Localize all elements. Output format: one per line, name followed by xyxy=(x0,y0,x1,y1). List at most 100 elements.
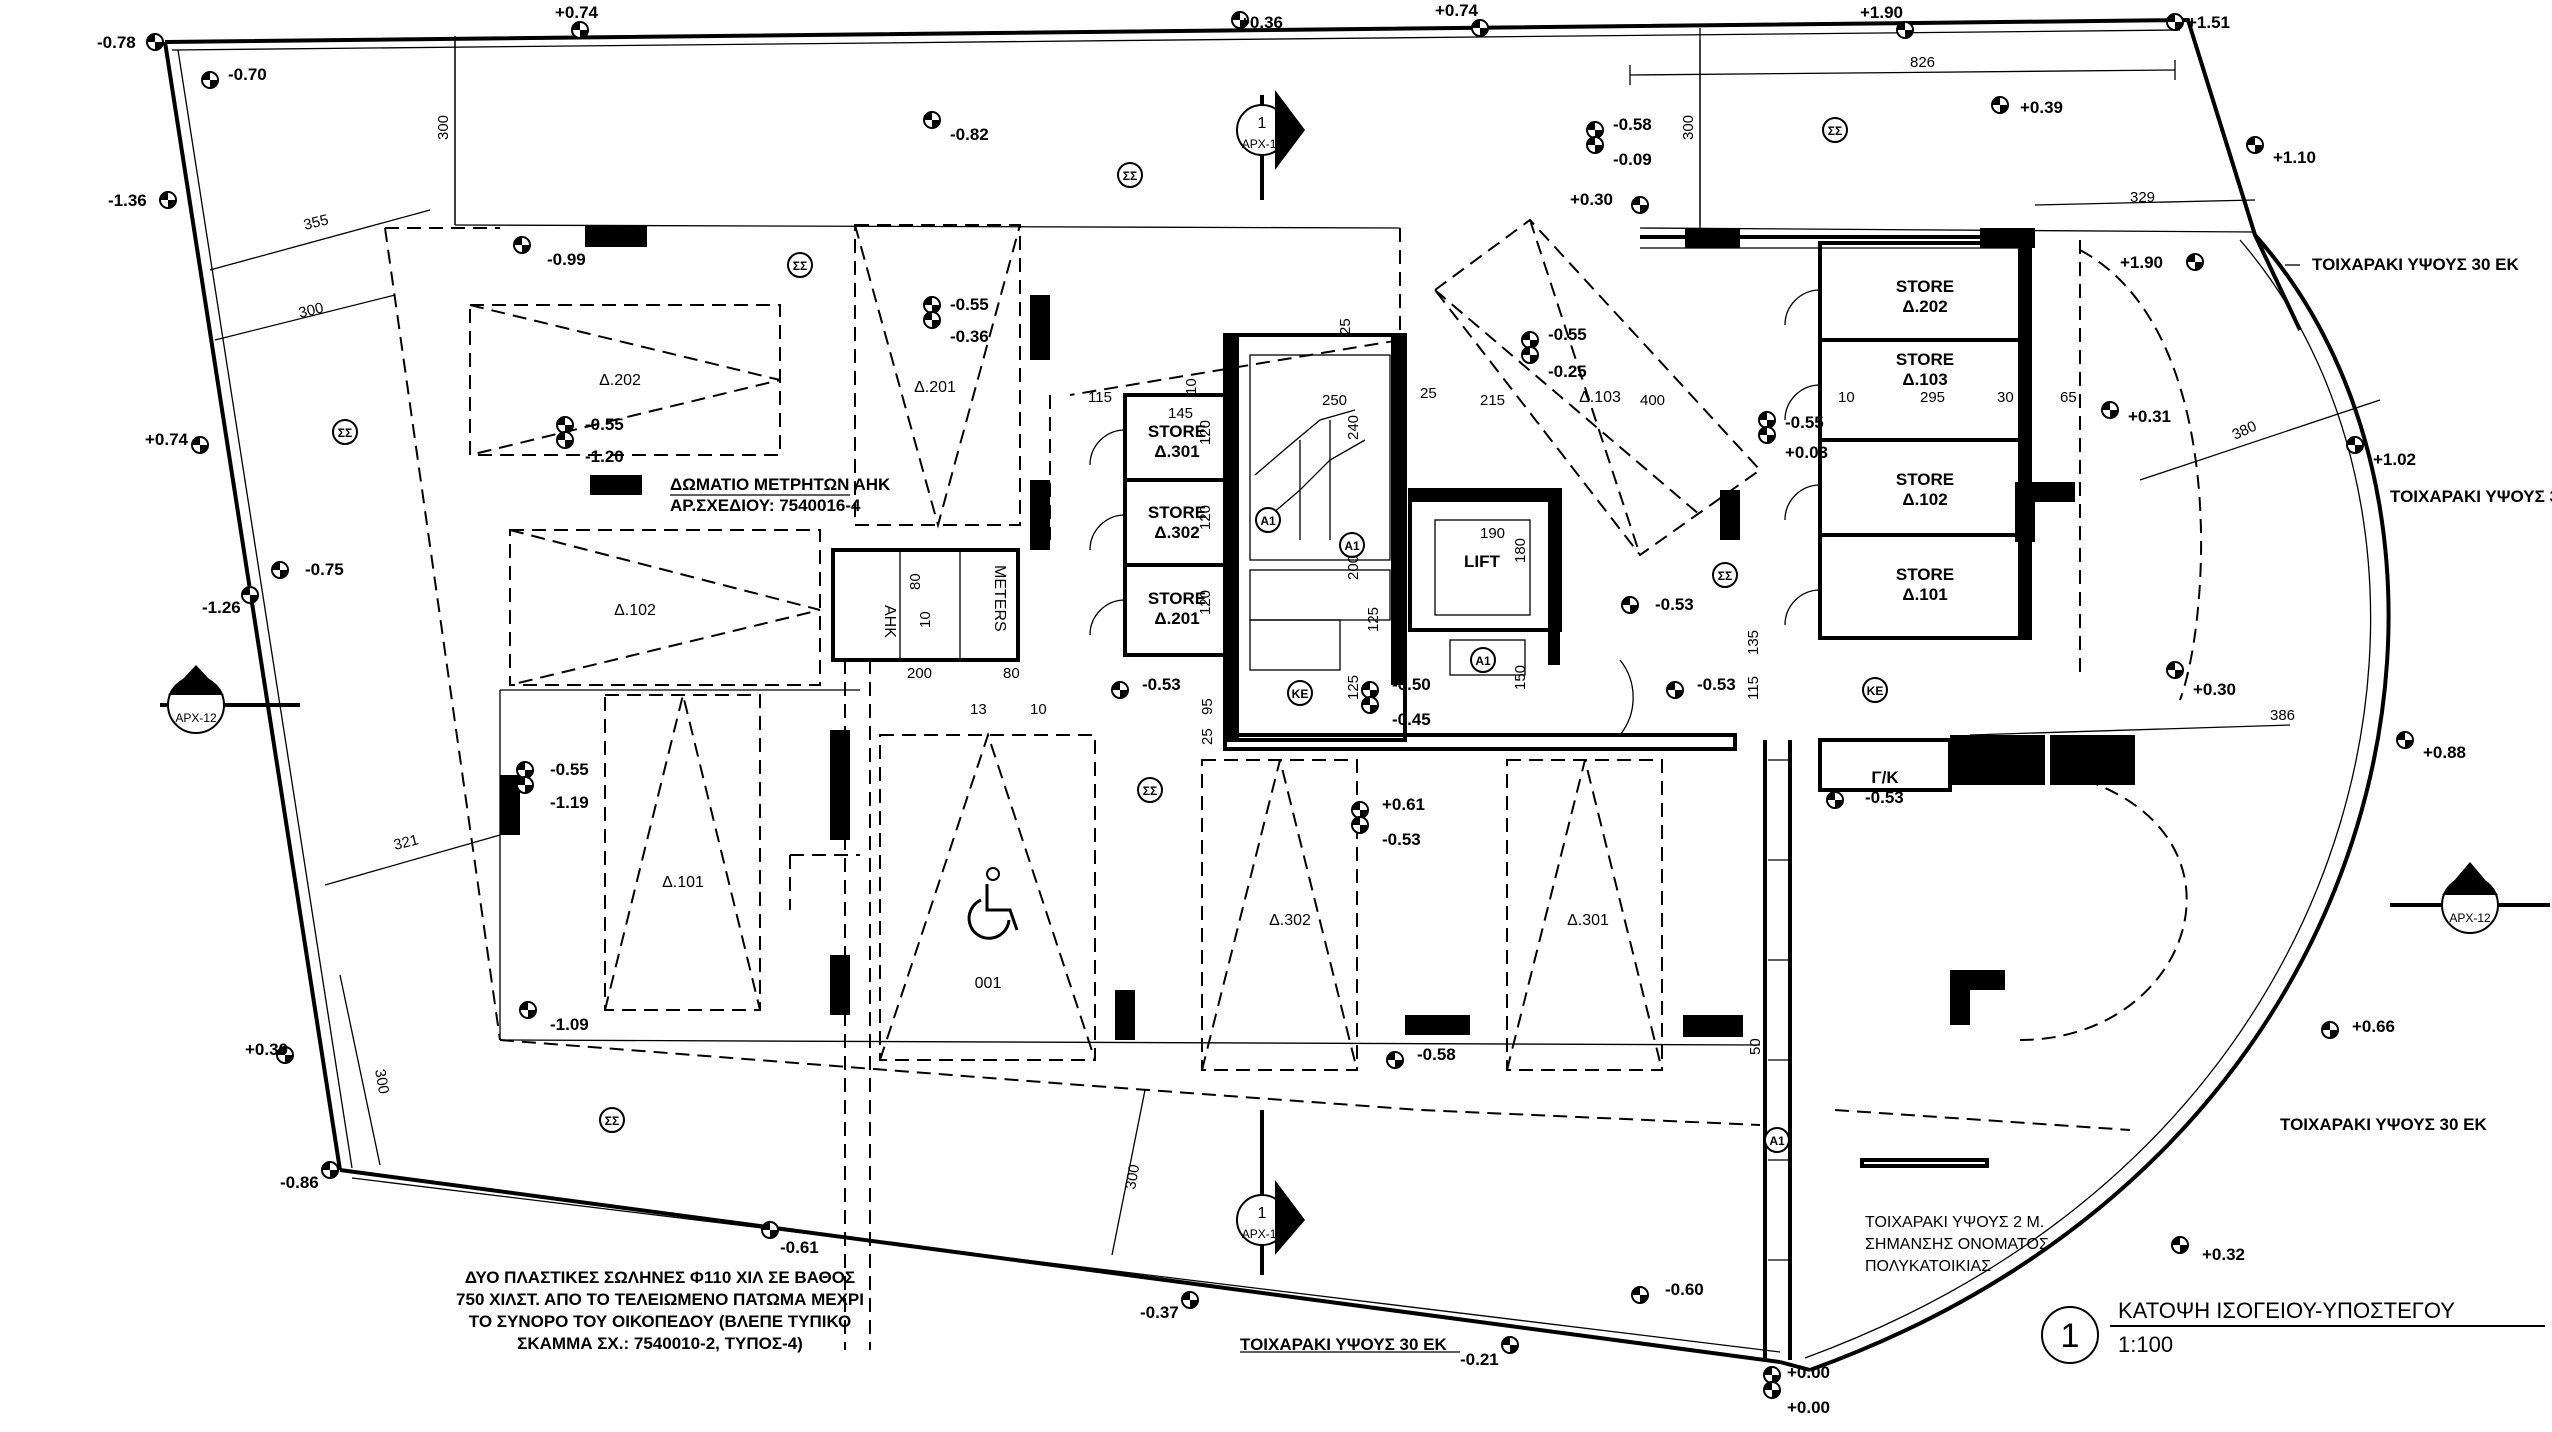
level-value: -1.20 xyxy=(585,447,624,466)
level-value: -0.09 xyxy=(1613,150,1652,169)
lift-label: LIFT xyxy=(1464,552,1500,571)
section-top-ref: ΑΡΧ-11 xyxy=(1242,137,1283,151)
level-marker: -0.82 xyxy=(923,111,989,144)
dimension-value: 115 xyxy=(1088,389,1112,406)
level-value: -0.58 xyxy=(1417,1045,1456,1064)
level-value: +0.00 xyxy=(1787,1398,1830,1417)
symbol-text: Α1 xyxy=(1475,654,1491,668)
section-left-ref: ΑΡΧ-12 xyxy=(175,711,217,725)
section-right-num: 2 xyxy=(2466,882,2475,899)
level-marker: +0.61 xyxy=(1351,795,1425,819)
level-marker: -1.36 xyxy=(108,191,177,210)
level-marker: +1.02 xyxy=(2346,436,2416,469)
level-value: +1.51 xyxy=(2187,13,2230,32)
meter-room-note-2: ΑΡ.ΣΧΕΔΙΟΥ: 7540016-4 xyxy=(670,496,861,515)
level-value: -0.53 xyxy=(1142,675,1181,694)
dimension-value: 25 xyxy=(1337,318,1354,335)
symbol-text: ΣΣ xyxy=(1143,784,1157,798)
dimension-value: 115 xyxy=(1745,676,1762,700)
level-value: -0.55 xyxy=(550,760,589,779)
level-value: +0.32 xyxy=(2202,1245,2245,1264)
level-value: +1.02 xyxy=(2373,450,2416,469)
symbol-marker: ΣΣ xyxy=(787,252,813,278)
dimension-value: 200 xyxy=(907,665,932,682)
level-marker: -0.53 xyxy=(1666,675,1736,699)
symbol-marker: Α1 xyxy=(1339,532,1365,558)
level-value: +1.10 xyxy=(2273,148,2316,167)
room-001: 001 xyxy=(975,975,1002,992)
section-bottom-num: 1 xyxy=(1258,1205,1267,1222)
low-wall-note-2: ΤΟΙΧΑΡΑΚΙ ΥΨΟΥΣ 30 ΕΚ xyxy=(2390,487,2552,506)
dimension-value: 120 xyxy=(1197,505,1214,530)
level-value: -1.19 xyxy=(550,793,589,812)
store-number: Δ.201 xyxy=(1154,609,1199,628)
symbol-marker: ΣΣ xyxy=(1137,777,1163,803)
level-marker: -0.55 xyxy=(923,295,989,314)
level-marker: +1.10 xyxy=(2246,136,2316,167)
level-marker: -0.53 xyxy=(1826,788,1904,809)
section-marker-bottom: 1 ΑΡΧ-11 xyxy=(1236,1110,1305,1275)
level-marker: +0.03 xyxy=(1758,426,1828,462)
level-value: -0.53 xyxy=(1697,675,1736,694)
store-label: STORE xyxy=(1896,470,1954,489)
dimension-value: 300 xyxy=(435,115,452,140)
level-value: -0.53 xyxy=(1382,830,1421,849)
section-bottom-ref: ΑΡΧ-11 xyxy=(1242,1227,1283,1241)
level-marker: +0.74 xyxy=(1435,1,1489,37)
symbol-circle-icon xyxy=(787,252,813,278)
level-marker: -1.26 xyxy=(202,586,259,617)
level-marker: -0.55 xyxy=(1521,325,1587,349)
level-value: +0.74 xyxy=(555,3,599,22)
dimension-value: 25 xyxy=(1199,728,1216,745)
level-value: -0.58 xyxy=(1613,115,1652,134)
store-label: STORE xyxy=(1896,565,1954,584)
wheelchair-icon xyxy=(967,867,1019,940)
dimension-value: 321 xyxy=(392,831,420,854)
room-labels: Δ.202 Δ.201 Δ.102 Δ.101 Δ.103 Δ.302 Δ.30… xyxy=(599,277,1954,992)
store-number: Δ.101 xyxy=(1902,585,1947,604)
dimension-value: 200 xyxy=(1345,555,1362,580)
symbol-text: ΚΕ xyxy=(1292,687,1309,701)
dimension-value: 65 xyxy=(2060,389,2077,406)
level-marker: -0.36 xyxy=(923,311,989,346)
level-marker: -0.61 xyxy=(761,1221,819,1257)
pipe-note-3: ΤΟ ΣΥΝΟΡΟ ΤΟΥ ΟΙΚΟΠΕΔΟΥ (ΒΛΕΠΕ ΤΥΠΙΚΟ xyxy=(469,1312,852,1331)
level-marker: +0.74 xyxy=(555,3,599,39)
level-marker: -0.55 xyxy=(516,760,589,779)
level-value: -0.37 xyxy=(1140,1303,1179,1322)
level-value: -1.36 xyxy=(108,191,147,210)
store-number: Δ.202 xyxy=(1902,297,1947,316)
dimension-value: 300 xyxy=(371,1068,392,1096)
level-value: -0.25 xyxy=(1548,362,1587,381)
store-number: Δ.102 xyxy=(1902,490,1947,509)
drawing-number: 1 xyxy=(2061,1317,2080,1355)
level-marker: -0.45 xyxy=(1361,696,1431,729)
level-value: +0.74 xyxy=(145,430,189,449)
section-marker-right: 2 ΑΡΧ-12 xyxy=(2390,862,2550,934)
level-marker: -0.78 xyxy=(97,33,164,52)
level-marker: -0.50 xyxy=(1361,675,1431,699)
level-value: -0.36 xyxy=(950,327,989,346)
symbol-circle-icon xyxy=(332,419,358,445)
columns xyxy=(500,225,2135,1040)
level-marker: -1.20 xyxy=(556,431,624,466)
level-value: -0.78 xyxy=(97,33,136,52)
dimension-value: 145 xyxy=(1168,405,1193,422)
level-marker: +0.66 xyxy=(2321,1017,2395,1039)
store-label: STORE xyxy=(1896,350,1954,369)
symbol-marker: Α1 xyxy=(1255,507,1281,533)
level-marker: -0.37 xyxy=(1140,1291,1199,1322)
level-value: +0.39 xyxy=(2020,98,2063,117)
low-wall-note-3: ΤΟΙΧΑΡΑΚΙ ΥΨΟΥΣ 30 ΕΚ xyxy=(2280,1115,2487,1134)
fk-label: Γ/Κ xyxy=(1871,768,1899,787)
level-value: -0.86 xyxy=(280,1173,319,1192)
level-value: -0.53 xyxy=(1865,788,1904,807)
level-marker: -0.70 xyxy=(201,65,267,89)
building-outline xyxy=(384,28,2256,1131)
symbol-marker: ΣΣ xyxy=(1117,162,1143,188)
dimension-value: 95 xyxy=(1199,698,1216,715)
level-value: +0.36 xyxy=(1240,13,1283,32)
symbol-circle-icon xyxy=(1287,680,1313,706)
level-marker: +0.39 xyxy=(1991,96,2063,117)
level-marker: -0.58 xyxy=(1586,115,1652,139)
